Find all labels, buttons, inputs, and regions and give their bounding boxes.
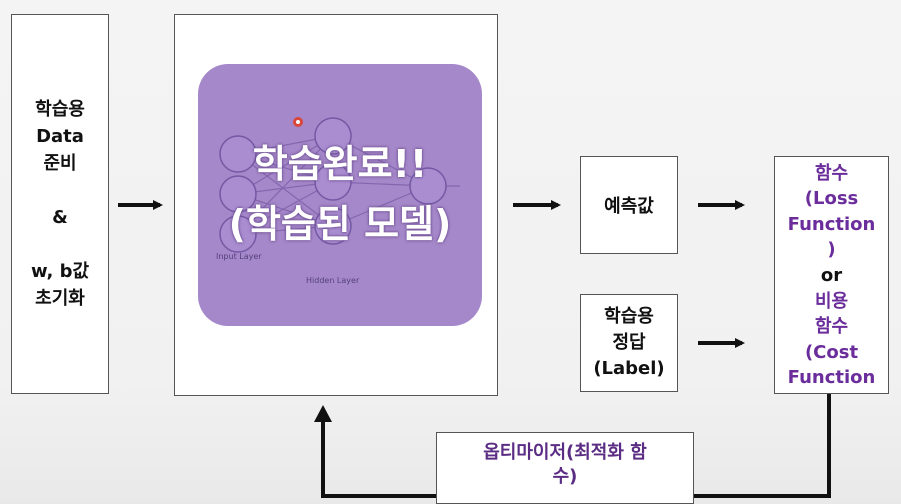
prep-line: 학습용	[35, 99, 85, 120]
label-line: 정답	[612, 332, 646, 353]
loss-line: )	[775, 391, 888, 394]
optimizer-line: 수)	[552, 466, 578, 487]
label-line: 학습용	[604, 306, 654, 327]
label-line: (Label)	[593, 358, 665, 379]
trained-overlay-title: 학습완료!!	[252, 142, 428, 186]
hidden-layer-label: Hidden Layer	[306, 276, 360, 285]
data-prep-box: 학습용 Data 준비 & w, b값 초기화	[11, 14, 109, 394]
optimizer-box: 옵티마이저(최적화 함 수)	[436, 432, 694, 504]
label-box: 학습용 정답 (Label)	[580, 294, 678, 392]
trained-model-card: Input Layer Hidden Layer 학습완료!! (학습된 모델)	[198, 64, 482, 326]
loss-function-box: 손실 함수 (Loss Function ) or 비용 함수 (Cost Fu…	[774, 156, 889, 394]
neural-network-graphic	[219, 117, 460, 253]
loss-line: (Cost	[804, 341, 859, 363]
loss-line: )	[827, 239, 836, 261]
loss-line: (Loss	[804, 188, 859, 210]
loss-line: 함수	[814, 316, 849, 338]
prediction-label: 예측값	[604, 196, 654, 217]
loss-line: Function	[787, 367, 876, 389]
loss-line: 함수	[814, 162, 849, 184]
prep-line: &	[52, 207, 68, 228]
loss-line: Function	[787, 213, 876, 235]
prep-line: Data	[36, 126, 84, 147]
loss-line-or: or	[820, 264, 843, 286]
prediction-box: 예측값	[580, 156, 678, 254]
prep-line: 초기화	[35, 288, 85, 309]
input-layer-label: Input Layer	[216, 252, 262, 261]
trained-overlay-subtitle: (학습된 모델)	[228, 202, 452, 246]
loss-line: 비용	[814, 290, 849, 312]
prep-line: 준비	[43, 153, 77, 174]
loss-line: 손실	[775, 157, 888, 161]
prep-line: w, b값	[30, 261, 90, 282]
optimizer-line: 옵티마이저(최적화 함	[483, 442, 647, 463]
